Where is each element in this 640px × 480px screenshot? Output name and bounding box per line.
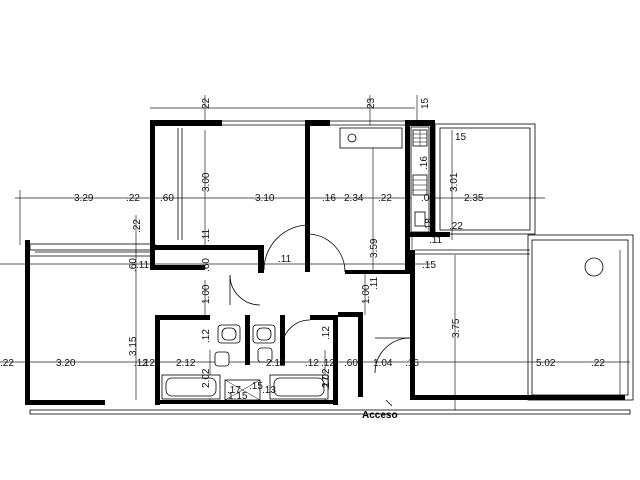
- dim-bath-9: 1.15: [228, 391, 248, 402]
- dim-top-1: 22: [201, 97, 212, 109]
- dim-mv-3: .11: [369, 276, 380, 290]
- kitchen-unit: [339, 126, 430, 233]
- doors: [229, 224, 411, 374]
- dim-mid-4: .60: [201, 258, 212, 272]
- dim-uv-3: 3.01: [449, 172, 460, 192]
- dim-low-7: .60: [344, 358, 358, 369]
- dim-uv-4: .16: [419, 156, 430, 170]
- dim-bath-1: .12: [201, 329, 212, 343]
- dim-low-3: .12: [141, 358, 155, 369]
- dim-low-10: 5.02: [536, 358, 556, 369]
- dim-mid-9: .22: [449, 221, 463, 232]
- dim-low-9: .16: [405, 358, 419, 369]
- dimension-labels: 22 23 15 15 3.29 .22 .60 3.10 .16 2.34 .…: [0, 97, 605, 402]
- dim-bath-3: .12: [305, 358, 319, 369]
- entrance-label: Acceso: [362, 410, 398, 421]
- dim-low-6: .12: [321, 358, 335, 369]
- dim-bath-11: .13: [262, 385, 276, 396]
- dim-low-2: 3.20: [56, 358, 76, 369]
- dim-mid-7: .11: [429, 235, 443, 246]
- dim-bath-4: .12: [321, 326, 332, 340]
- dim-upper-5: .16: [322, 193, 336, 204]
- dim-top-4: 15: [455, 132, 467, 143]
- dim-upper-3: .60: [160, 193, 174, 204]
- dim-uv-1: 3.00: [201, 172, 212, 192]
- dim-low-8: 1.04: [373, 358, 393, 369]
- dim-bath-10: .15: [249, 381, 263, 392]
- walls: [25, 120, 634, 415]
- dim-mid-6: .11: [278, 254, 292, 265]
- dim-bath-2: .12: [134, 358, 148, 369]
- dim-low-5: 2.12: [266, 358, 286, 369]
- dim-low-11: .22: [591, 358, 605, 369]
- dim-bath-8: .17: [321, 376, 332, 390]
- dim-upper-1: 3.29: [74, 193, 94, 204]
- dim-mid-2: .11: [136, 260, 150, 271]
- windows: [30, 120, 530, 257]
- dim-low-4: 2.12: [176, 358, 196, 369]
- dim-top-2: 23: [366, 97, 377, 109]
- dim-bath-6: 2.02: [321, 368, 332, 388]
- dim-mv-1: 1.00: [201, 284, 212, 304]
- dim-mid-3: .60: [128, 258, 139, 272]
- dim-mid-1: .22: [132, 219, 143, 233]
- access-mark: [385, 399, 393, 407]
- dim-upper-4: 3.10: [255, 193, 275, 204]
- dim-mid-5: .11: [201, 228, 212, 242]
- dim-bath-7: .17: [227, 385, 241, 396]
- dim-upper-8: .07: [421, 193, 435, 204]
- bathroom-fixtures: [161, 324, 329, 401]
- dim-upper-6: 2.34: [344, 193, 364, 204]
- dimension-lines: [0, 95, 630, 410]
- dim-upper-9: 2.35: [464, 193, 484, 204]
- dim-low-1: .22: [0, 358, 14, 369]
- dim-top-3: 15: [420, 97, 431, 109]
- dim-mv-5: 3.75: [451, 318, 462, 338]
- dim-mid-8: .18: [424, 218, 435, 232]
- dim-upper-7: .22: [378, 193, 392, 204]
- round-fixture: [584, 257, 604, 277]
- dim-uv-2: 3.59: [369, 238, 380, 258]
- dim-upper-2: .22: [126, 193, 140, 204]
- dim-mid-10: .15: [422, 260, 436, 271]
- dim-mv-4: 3.15: [128, 336, 139, 356]
- dim-bath-5: 2.02: [201, 368, 212, 388]
- dim-mv-2: 1.00: [361, 284, 372, 304]
